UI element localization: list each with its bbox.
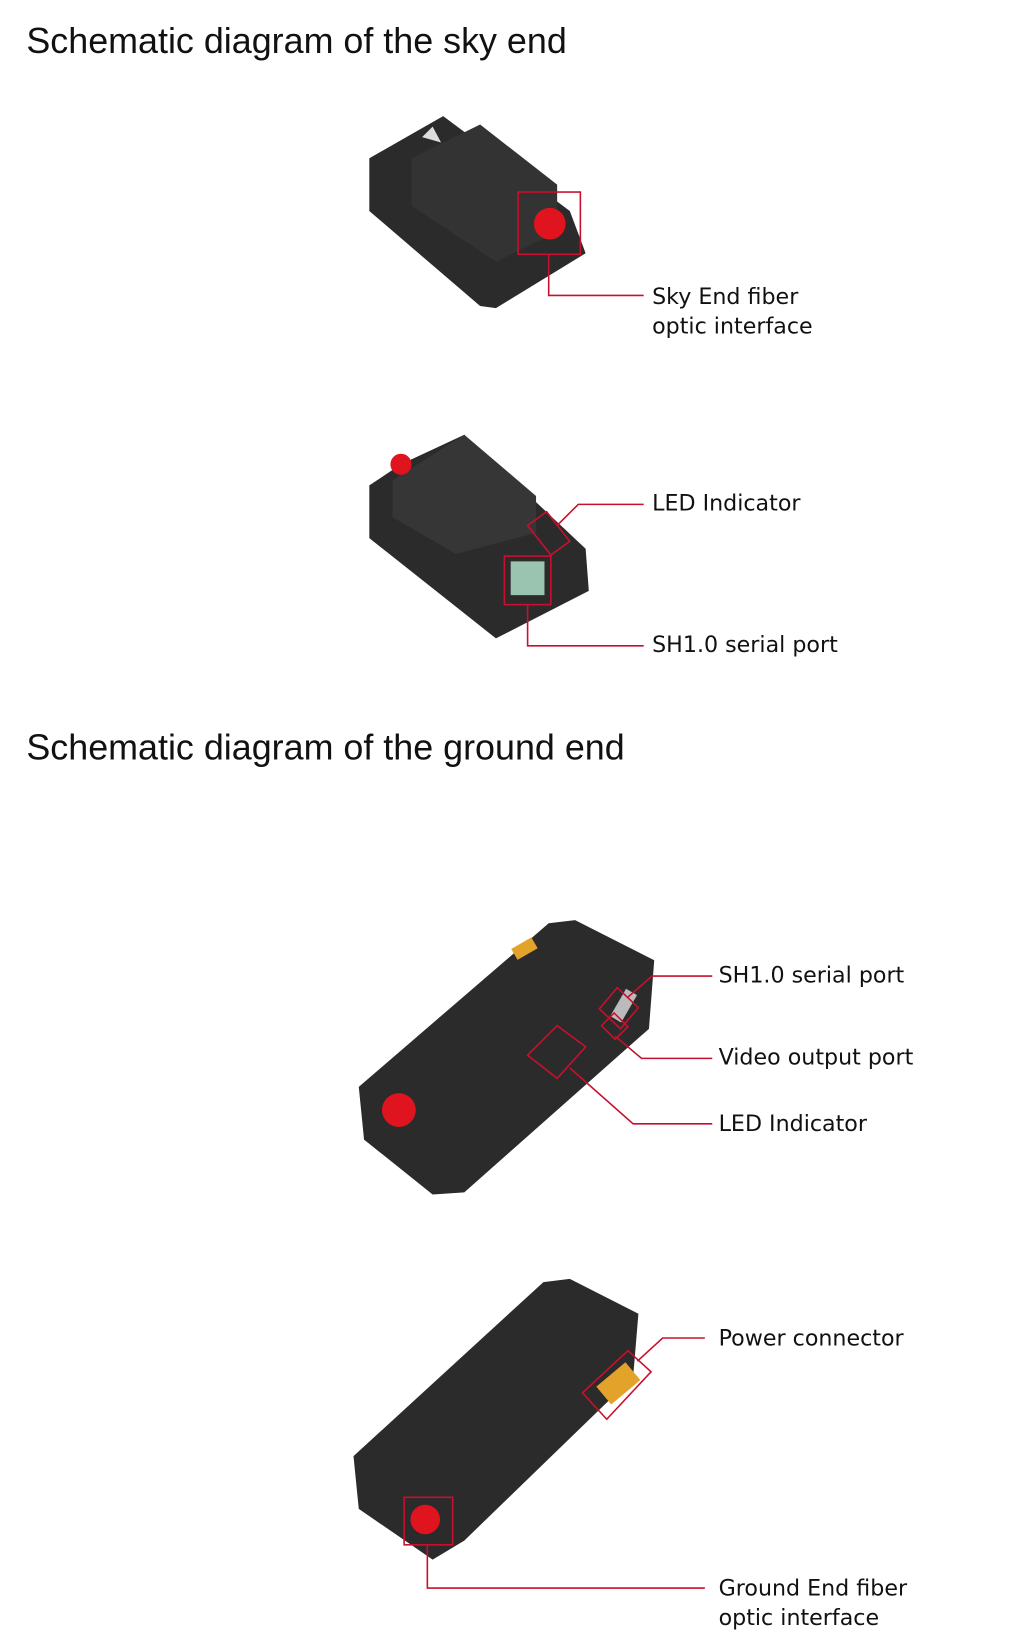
- ground-device-bottom-view: [353, 1278, 705, 1589]
- sky-led-label: LED Indicator: [652, 490, 801, 516]
- sky-led-callout-box: [526, 510, 571, 557]
- sky-serial-label: SH1.0 serial port: [652, 632, 838, 658]
- sky-fiber-label-line2: optic interface: [652, 313, 813, 339]
- ground-fiber-label-line1: Ground End fiber: [718, 1575, 908, 1601]
- sky-fiber-label-line1: Sky End fiber: [652, 283, 799, 310]
- ground-video-label: Video output port: [718, 1044, 914, 1070]
- sky-end-title: Schematic diagram of the sky end: [26, 21, 567, 62]
- ground-device-top-view: [358, 920, 713, 1195]
- sky-device-top-view: [369, 116, 644, 309]
- ground-end-title: Schematic diagram of the ground end: [26, 728, 625, 769]
- ground-fiber-label: Ground End fiber optic interface: [719, 1573, 907, 1632]
- sky-device-side-view: [369, 434, 644, 647]
- sky-fiber-label: Sky End fiber optic interface: [652, 282, 813, 341]
- sky-fiber-leader: [547, 254, 644, 297]
- ground-power-label: Power connector: [718, 1325, 904, 1351]
- fiber-connector-icon: [533, 207, 566, 240]
- ground-serial-label: SH1.0 serial port: [718, 962, 905, 988]
- ground-led-label: LED Indicator: [718, 1111, 867, 1137]
- ground-fiber-label-line2: optic interface: [718, 1604, 880, 1631]
